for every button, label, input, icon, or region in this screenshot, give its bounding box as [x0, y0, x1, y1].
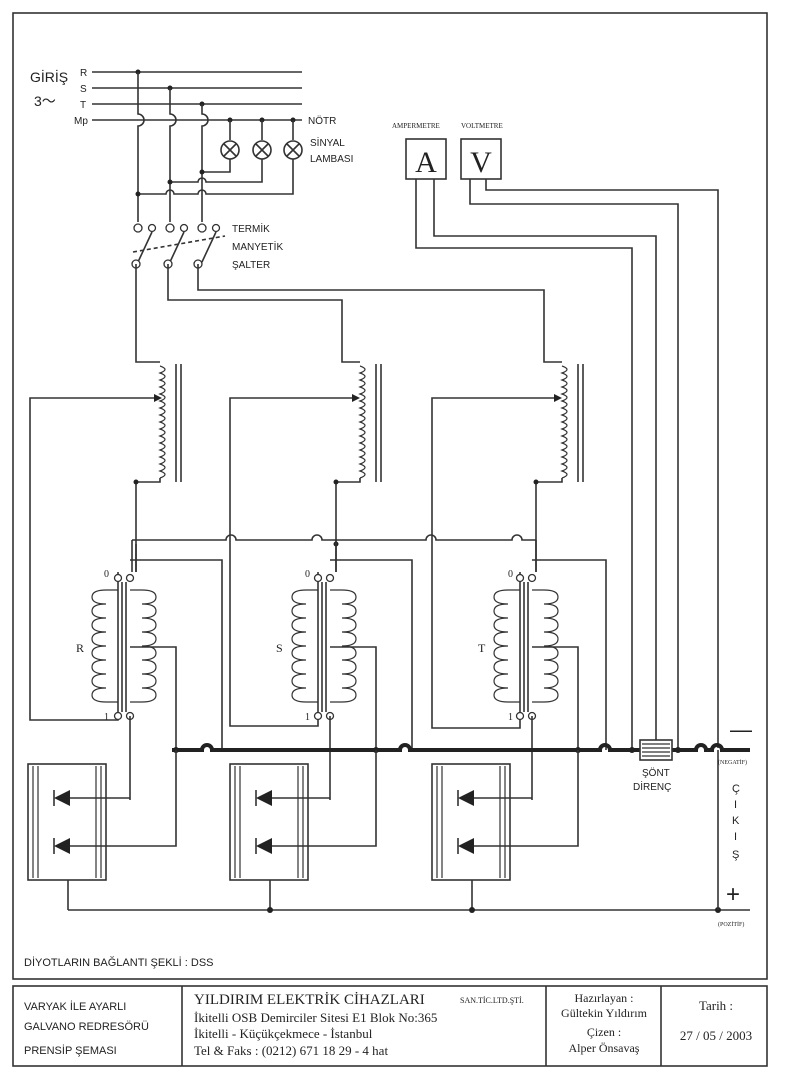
output-negative: (NEGATİF) — [718, 759, 747, 766]
breaker-label-3: ŞALTER — [232, 260, 270, 271]
ammeter-symbol: A — [415, 146, 437, 179]
drawn-by: Alper Önsavaş — [569, 1041, 640, 1055]
lamp-icon — [252, 140, 272, 160]
shunt-label-2: DİRENÇ — [633, 780, 671, 793]
supply-phases: 3～ — [34, 93, 56, 109]
line-label-r: R — [80, 68, 87, 79]
breaker-label-1: TERMİK — [232, 222, 270, 235]
shunt-label-1: ŞÖNT — [642, 767, 670, 779]
rectifier-stack-s — [229, 750, 377, 910]
output-plus: + — [726, 881, 740, 908]
diode-connection-note: DİYOTLARIN BAĞLANTI ŞEKLİ : DSS — [24, 956, 214, 969]
drawing-frame — [12, 12, 768, 980]
prepared-label: Hazırlayan : — [575, 991, 634, 1005]
transformer-s — [291, 559, 413, 800]
output-letter: I — [734, 799, 737, 811]
output-minus: — — [730, 717, 752, 742]
voltmeter-symbol: V — [470, 146, 492, 179]
output-letter: I — [734, 831, 737, 843]
tap-label: 0 — [508, 569, 513, 580]
tap-label: 0 — [305, 569, 310, 580]
signal-lamp-label-2: LAMBASI — [310, 154, 353, 165]
negative-bus — [172, 743, 640, 752]
voltmeter-label: VOLTMETRE — [461, 122, 503, 130]
output-letter: K — [732, 815, 740, 827]
phase-label-t: T — [478, 641, 486, 655]
lamp-icon — [283, 140, 303, 160]
output-letter: Ç — [732, 783, 740, 795]
lamp-icon — [220, 140, 240, 160]
phase-label-s: S — [276, 641, 283, 655]
company-name: YILDIRIM ELEKTRİK CİHAZLARI — [194, 992, 425, 1008]
phase-label-r: R — [76, 641, 84, 655]
description-line-1: VARYAK İLE AYARLI — [24, 1000, 126, 1013]
voltmeter-icon — [460, 138, 502, 180]
address-line-2: İkitelli - Küçükçekmece - İstanbul — [194, 1026, 373, 1041]
phase-stage-s — [167, 264, 382, 727]
drawn-label: Çizen : — [587, 1025, 621, 1039]
shunt-resistor-icon — [639, 739, 673, 761]
ammeter-icon — [405, 138, 447, 180]
tap-label: 1 — [508, 712, 513, 723]
description-line-2: GALVANO REDRESÖRÜ — [24, 1021, 149, 1033]
date-value: 27 / 05 / 2003 — [680, 1028, 752, 1043]
supply-title: GİRİŞ — [30, 68, 68, 85]
transformer-t — [493, 559, 607, 800]
signal-lamp-label-1: SİNYAL — [310, 136, 345, 149]
phase-stage-r — [29, 264, 182, 721]
line-label-s: S — [80, 84, 87, 95]
tap-label: 0 — [104, 569, 109, 580]
line-label-t: T — [80, 100, 86, 111]
ammeter-label: AMPERMETRE — [392, 122, 440, 130]
output-letter: Ş — [732, 849, 739, 861]
tap-label: 1 — [305, 712, 310, 723]
address-line-1: İkitelli OSB Demirciler Sitesi E1 Blok N… — [194, 1010, 437, 1025]
rectifier-stack-t — [431, 750, 579, 910]
company-suffix: SAN.TİC.LTD.ŞTİ. — [460, 996, 524, 1005]
thermal-magnetic-breaker — [131, 223, 226, 269]
breaker-label-2: MANYETİK — [232, 240, 283, 253]
line-label-mp: Mp — [74, 116, 88, 127]
neutral-label: NÖTR — [308, 115, 336, 127]
rectifier-stack-r — [27, 750, 177, 910]
title-block-frame — [12, 985, 768, 1067]
tap-label: 1 — [104, 712, 109, 723]
description-line-3: PRENSİP ŞEMASI — [24, 1044, 117, 1057]
date-label: Tarih : — [699, 998, 733, 1013]
prepared-by: Gültekin Yıldırım — [561, 1006, 648, 1020]
address-line-3: Tel & Faks : (0212) 671 18 29 - 4 hat — [194, 1043, 388, 1058]
transformer-r — [91, 559, 223, 800]
phase-stage-t — [197, 264, 584, 729]
output-positive: (POZİTİF) — [718, 921, 744, 928]
